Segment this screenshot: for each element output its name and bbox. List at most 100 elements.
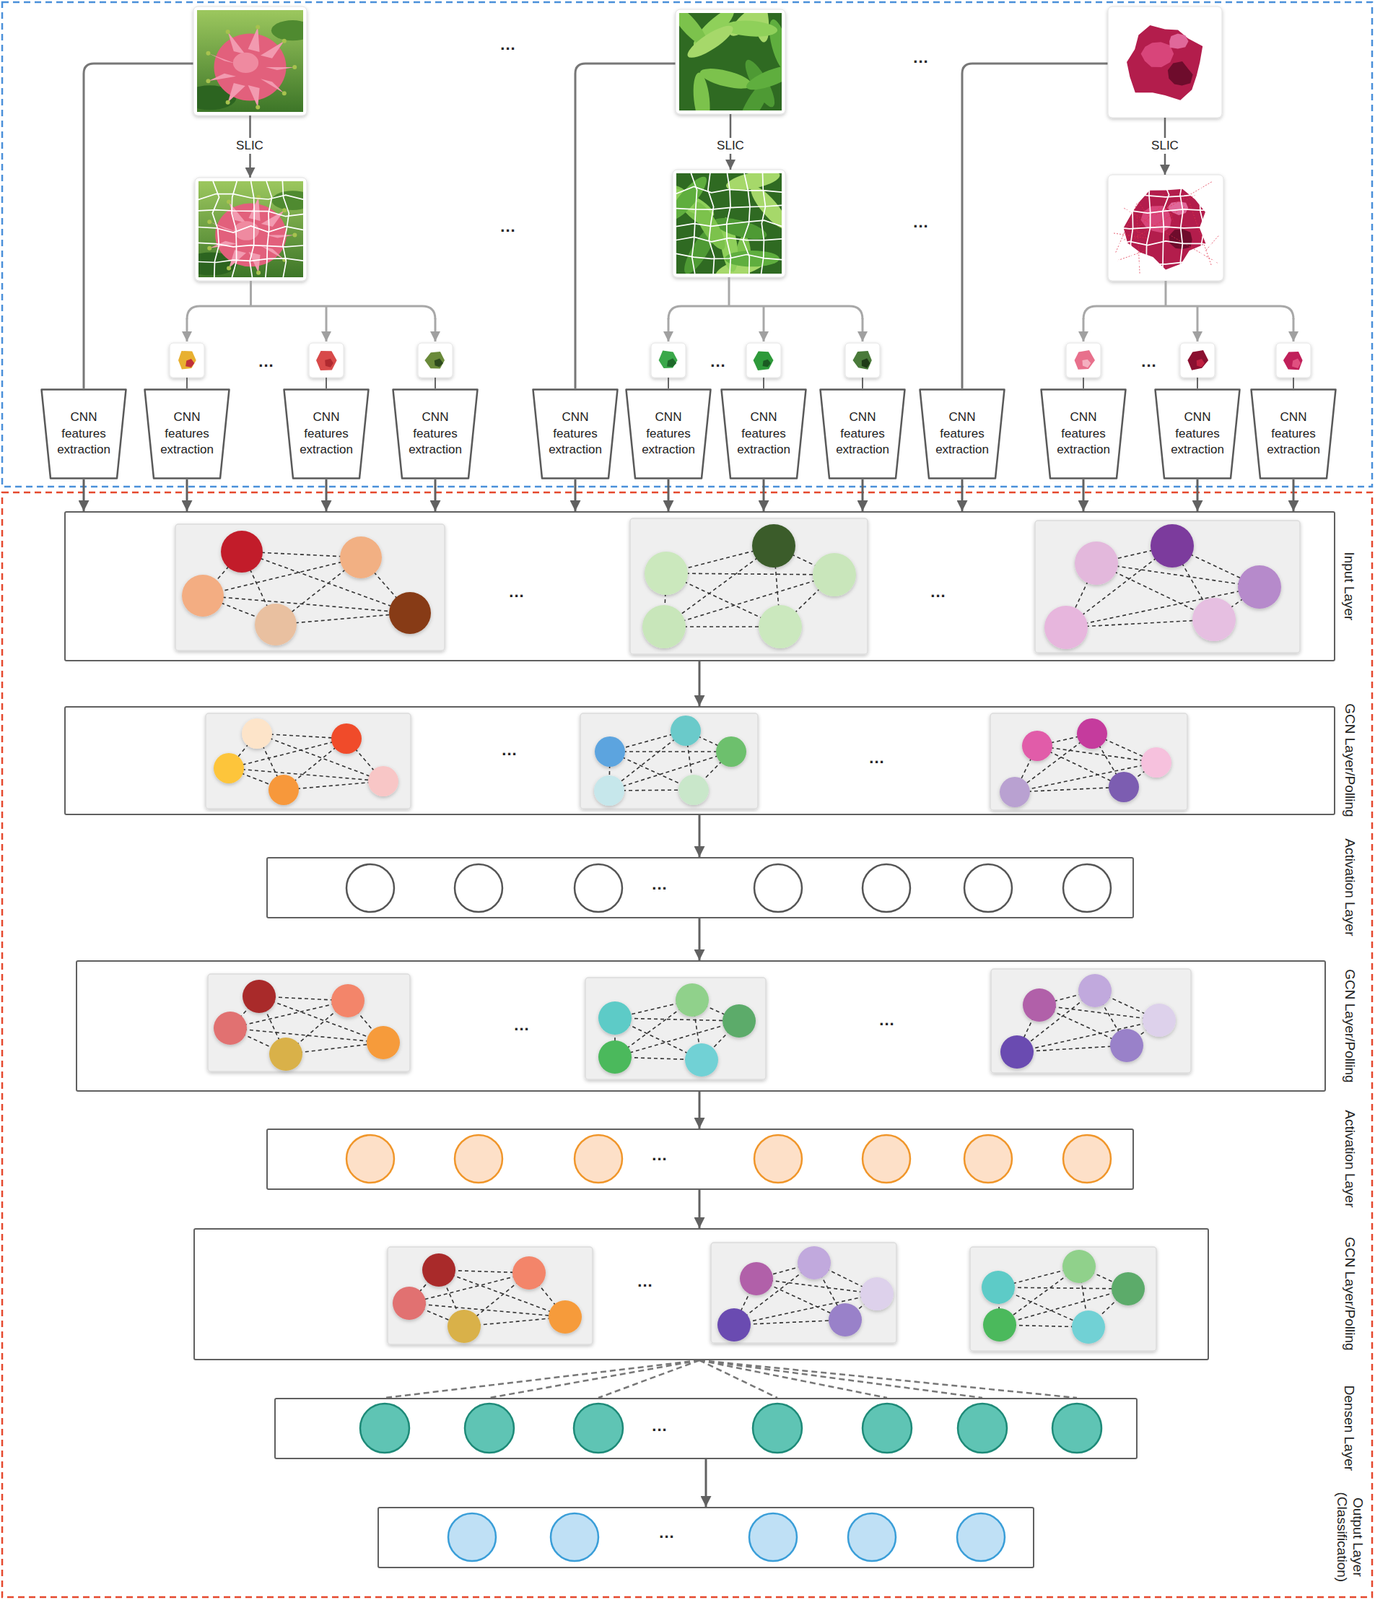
layer-band: Activation Layer [266, 856, 1134, 919]
cnn-text-group: CNN features extraction [638, 409, 699, 458]
graph-edge [1039, 1004, 1160, 1020]
graph-line [1138, 202, 1151, 220]
activation-neuron [964, 1134, 1012, 1183]
graph-edge [734, 1319, 846, 1325]
cnn-text-group: CNN features extraction [832, 409, 893, 458]
layer-label: GCN Layer/Polling [1341, 703, 1358, 817]
graph-node [758, 604, 802, 649]
graph-node [722, 1004, 756, 1038]
branch-line [186, 306, 436, 320]
segment-border [742, 173, 750, 274]
patch-frame [651, 342, 686, 378]
cnn-text-group: CNN features extraction [1167, 409, 1228, 458]
cnn-label: CNN features extraction [832, 409, 893, 458]
fruit-scale [248, 85, 260, 108]
scale-tip [255, 105, 260, 110]
graph-line [1112, 233, 1147, 239]
superpixel-patch [853, 350, 872, 370]
ellipsis: ... [637, 1273, 653, 1290]
superpixel-patch [658, 350, 678, 369]
graph-panel [585, 977, 766, 1080]
ellipsis: ... [500, 218, 516, 235]
superpixel-patch [1187, 350, 1209, 371]
graph-edge [609, 750, 732, 753]
graph-line [1133, 229, 1145, 236]
scale-tip [282, 38, 287, 44]
graph-node [828, 1302, 862, 1337]
ellipsis: ... [869, 749, 885, 766]
graph-node [213, 1011, 247, 1045]
image-frame [1107, 6, 1222, 118]
fruit-scale [228, 249, 247, 268]
graph-edge [202, 595, 410, 613]
leader-line [575, 63, 676, 389]
leader-line [1292, 377, 1295, 389]
ellipsis: ... [658, 1524, 675, 1541]
graph-node [1150, 524, 1194, 568]
cnn-trapezoid: CNN features extraction [391, 388, 479, 480]
graph-edge [756, 1278, 877, 1294]
graph-node [1141, 747, 1172, 778]
dense-neuron [464, 1403, 514, 1453]
dense-neuron [957, 1403, 1007, 1453]
graph-node [598, 1040, 632, 1074]
graph-node [860, 1276, 894, 1311]
leaf [683, 20, 737, 63]
segment-border [249, 181, 255, 278]
graph-node [269, 1037, 303, 1071]
segment-border [1111, 191, 1220, 198]
activation-neuron [754, 863, 802, 912]
graph-node [675, 983, 709, 1017]
dense-neuron [360, 1403, 410, 1453]
patch-frame [1066, 342, 1101, 378]
fruit-scale [207, 53, 236, 65]
arrow-connector [83, 479, 86, 512]
activation-neuron [862, 863, 911, 912]
graph-edge [241, 551, 410, 613]
branch-arrow [325, 306, 328, 342]
scale-tip [205, 78, 211, 84]
patch-frame [417, 342, 453, 378]
output-neuron [957, 1512, 1005, 1561]
fruit-scale [260, 41, 285, 59]
superpixel-patch [1074, 350, 1095, 370]
output-neuron [550, 1512, 599, 1561]
layer-label: Densen Layer [1341, 1385, 1358, 1471]
patch-frame [308, 342, 344, 378]
ellipsis: ... [913, 214, 929, 231]
cnn-label: CNN features extraction [638, 409, 699, 458]
graph-panel [990, 713, 1188, 810]
arrow-connector [1082, 479, 1085, 512]
layer-label: Activation Layer [1341, 1109, 1358, 1207]
dense-neuron [752, 1403, 802, 1453]
cnn-text-group: CNN features extraction [53, 409, 115, 458]
fruit-scale [228, 31, 246, 55]
layer-band: Activation Layer [266, 1128, 1134, 1190]
cnn-trapezoid: CNN features extraction [819, 388, 906, 480]
branch-line [668, 306, 863, 320]
graph-node [999, 776, 1030, 807]
graph-edge [609, 751, 732, 791]
graph-node [1142, 1003, 1176, 1037]
cnn-label: CNN features extraction [295, 409, 357, 458]
cnn-trapezoid: CNN features extraction [1154, 388, 1241, 480]
dashed-region [2, 2, 1373, 487]
dense-neuron [573, 1403, 623, 1453]
leader-line [962, 63, 1108, 389]
arrow-connector [667, 479, 670, 512]
branch-line [1083, 306, 1294, 320]
segment-border [198, 194, 304, 200]
cnn-trapezoid: CNN features extraction [1250, 388, 1337, 480]
ellipsis: ... [1141, 353, 1157, 370]
fruit-scale [207, 73, 236, 82]
activation-neuron [346, 863, 395, 912]
graph-node [983, 1307, 1017, 1342]
graph-edge [998, 1286, 1129, 1289]
cnn-label: CNN features extraction [931, 409, 993, 458]
leaf [743, 60, 782, 95]
patch-frame [845, 342, 880, 378]
graph-node [339, 536, 382, 579]
image-frame [1107, 174, 1224, 281]
graph-node [392, 1286, 426, 1320]
scale-tip [207, 246, 212, 251]
